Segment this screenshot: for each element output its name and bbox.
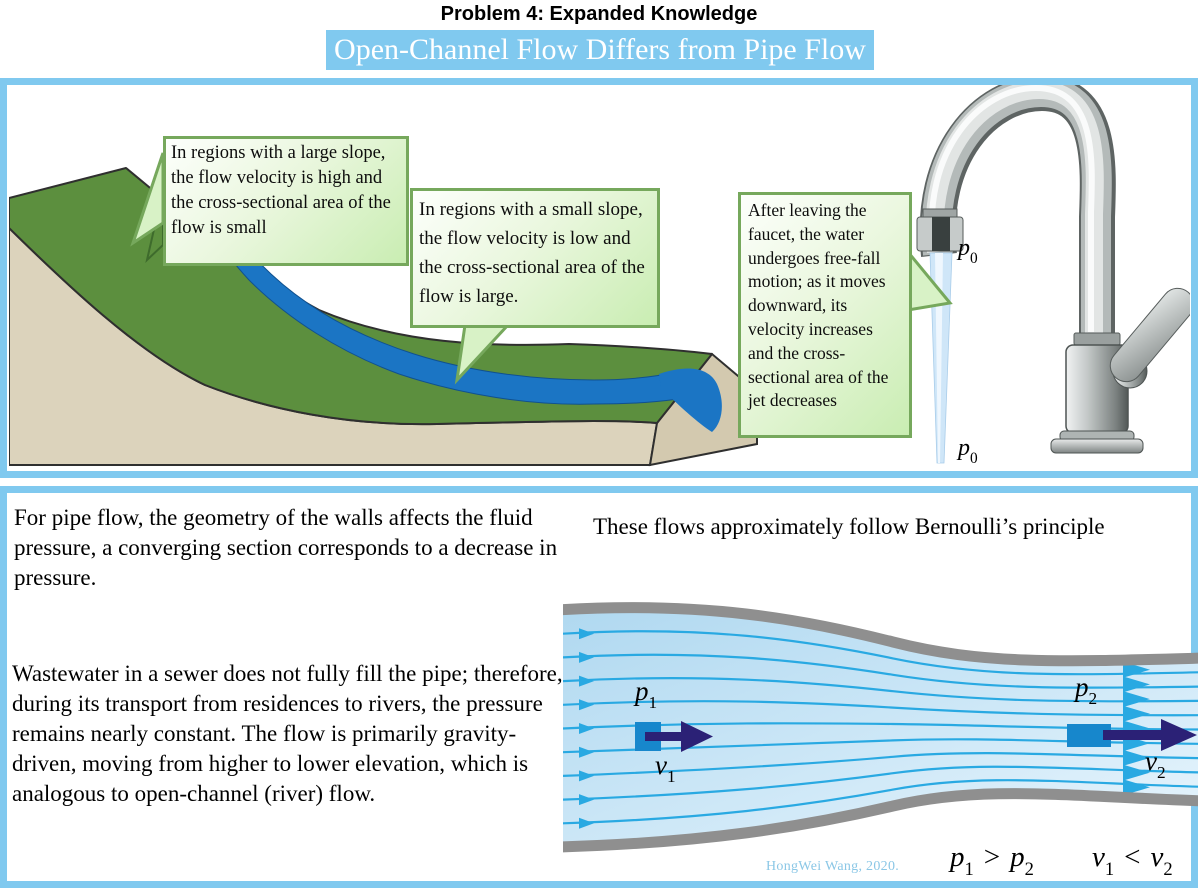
water-jet bbox=[929, 252, 953, 464]
velocity-inequality: v1<v2 bbox=[1092, 841, 1173, 880]
pipe-diagram-svg bbox=[563, 602, 1198, 853]
callout-steep-slope: In regions with a large slope, the flow … bbox=[163, 136, 409, 266]
bernoulli-note: These flows approximately follow Bernoul… bbox=[593, 514, 1105, 539]
wastewater-paragraph: Wastewater in a sewer does not fully fil… bbox=[12, 661, 563, 806]
page-title: Problem 4: Expanded Knowledge bbox=[440, 3, 758, 25]
pipe-flow-paragraph: For pipe flow, the geometry of the walls… bbox=[14, 505, 558, 590]
faucet-handle bbox=[1109, 287, 1190, 383]
p2-piston-arrow bbox=[1067, 719, 1197, 751]
pipe-wall-top bbox=[563, 602, 1198, 667]
fluid-region bbox=[563, 607, 1198, 847]
converging-pipe-diagram: p1 v1 p2 v2 bbox=[563, 598, 1198, 858]
pressure-label-bottom: p0 bbox=[958, 435, 978, 467]
faucet-aerator bbox=[916, 208, 964, 252]
callout-faucet-jet: After leaving the faucet, the water unde… bbox=[738, 192, 912, 438]
illustration-panel: p0 p0 In regions with a large slope, the… bbox=[0, 78, 1198, 478]
p2-label: p2 bbox=[1075, 672, 1098, 709]
pressure-inequality: p1>p2 bbox=[950, 841, 1034, 880]
image-credit: HongWei Wang, 2020. bbox=[766, 859, 900, 874]
callout-gentle-slope: In regions with a small slope, the flow … bbox=[410, 188, 660, 328]
page-subtitle: Open-Channel Flow Differs from Pipe Flow bbox=[326, 30, 874, 70]
faucet-gooseneck bbox=[919, 85, 1116, 337]
faucet-body bbox=[1050, 287, 1190, 454]
river-spill bbox=[659, 368, 722, 432]
v2-label: v2 bbox=[1145, 746, 1166, 783]
p1-label: p1 bbox=[635, 676, 658, 713]
p1-piston-arrow bbox=[635, 721, 713, 752]
pressure-label-top: p0 bbox=[958, 235, 978, 267]
explanation-panel: For pipe flow, the geometry of the walls… bbox=[0, 486, 1198, 888]
v1-label: v1 bbox=[655, 750, 676, 787]
pipe-wall-bottom bbox=[563, 788, 1198, 853]
faucet-illustration bbox=[916, 85, 1190, 464]
